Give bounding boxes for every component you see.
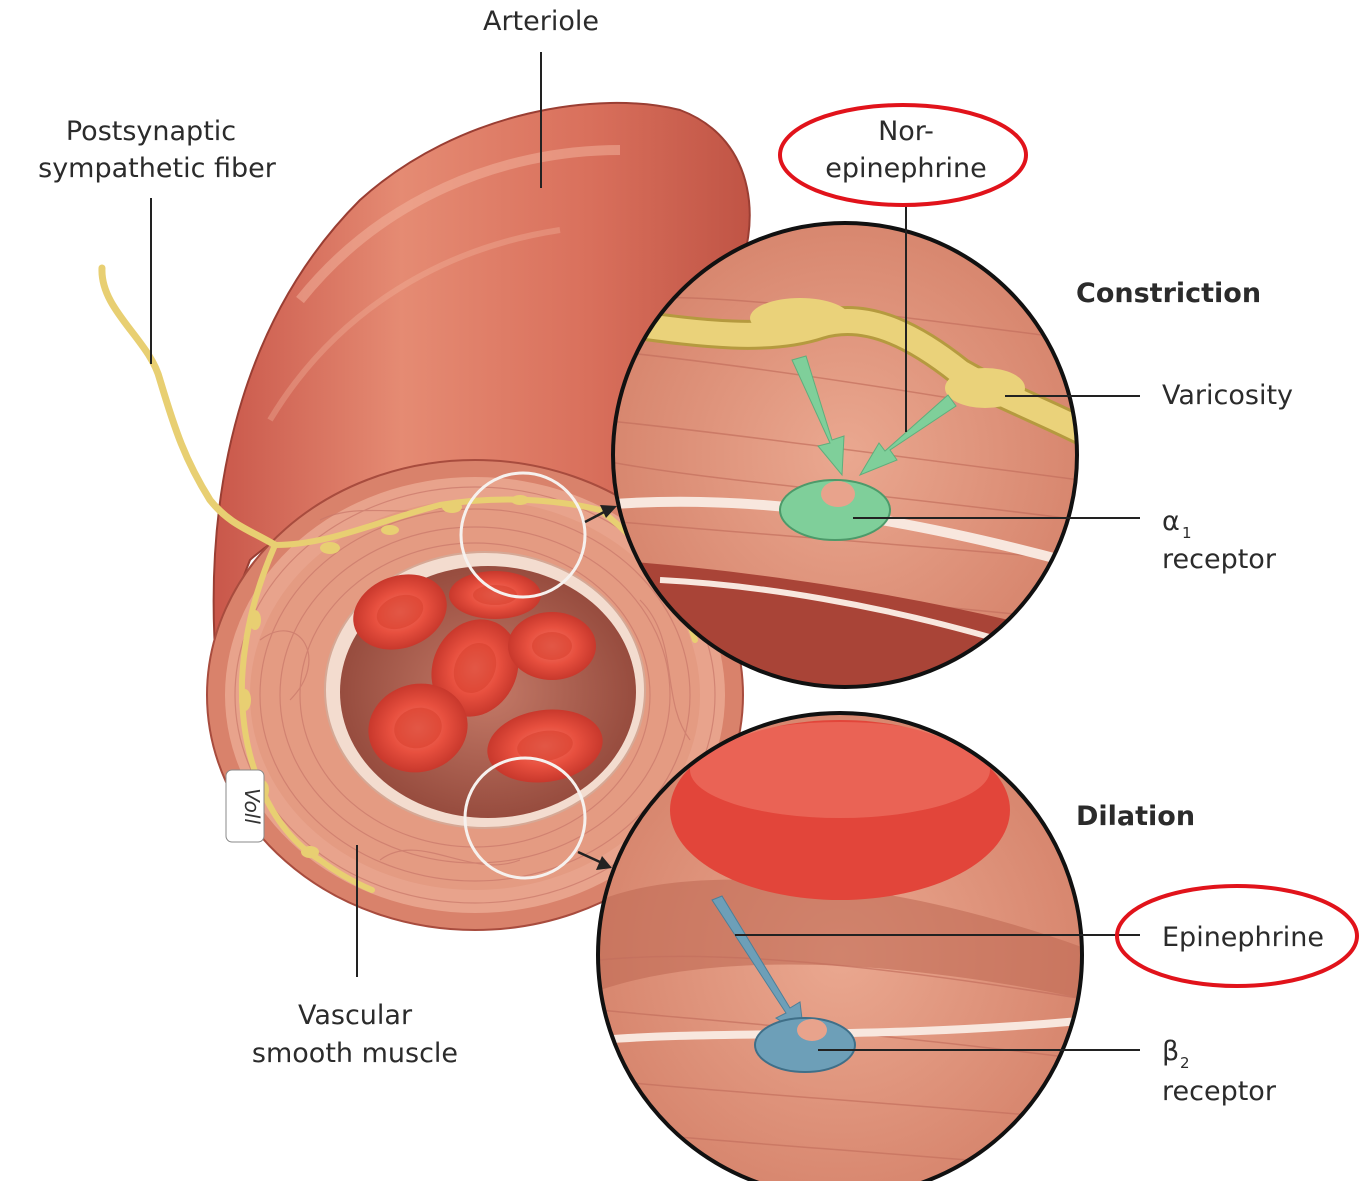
label-alpha-subscript: 1: [1182, 524, 1192, 542]
dilation-inset: [598, 713, 1090, 1181]
label-beta-symbol: β: [1162, 1036, 1179, 1067]
beta2-receptor-shape: [755, 1018, 855, 1072]
label-postsynaptic-line2: sympathetic fiber: [38, 153, 277, 184]
label-beta-receptor: receptor: [1162, 1076, 1277, 1107]
alpha1-receptor-shape: [780, 480, 890, 540]
rbc: [508, 612, 596, 680]
label-vascular-line1: Vascular: [298, 1000, 413, 1031]
label-arteriole: Arteriole: [483, 6, 599, 37]
label-postsynaptic-line1: Postsynaptic: [66, 116, 236, 147]
label-varicosity: Varicosity: [1162, 380, 1293, 411]
artist-signature: Voll: [226, 770, 264, 842]
label-alpha-symbol: α: [1162, 506, 1180, 537]
header-constriction: Constriction: [1076, 278, 1261, 309]
label-beta-subscript: 2: [1180, 1054, 1190, 1072]
rbc: [449, 571, 541, 619]
label-nor-line1: Nor-: [878, 116, 934, 147]
label-alpha-receptor: receptor: [1162, 544, 1277, 575]
svg-text:Voll: Voll: [240, 788, 264, 824]
label-vascular-line2: smooth muscle: [252, 1038, 458, 1069]
header-dilation: Dilation: [1076, 801, 1195, 832]
label-nor-line2: epinephrine: [825, 153, 987, 184]
label-epinephrine: Epinephrine: [1162, 922, 1324, 953]
